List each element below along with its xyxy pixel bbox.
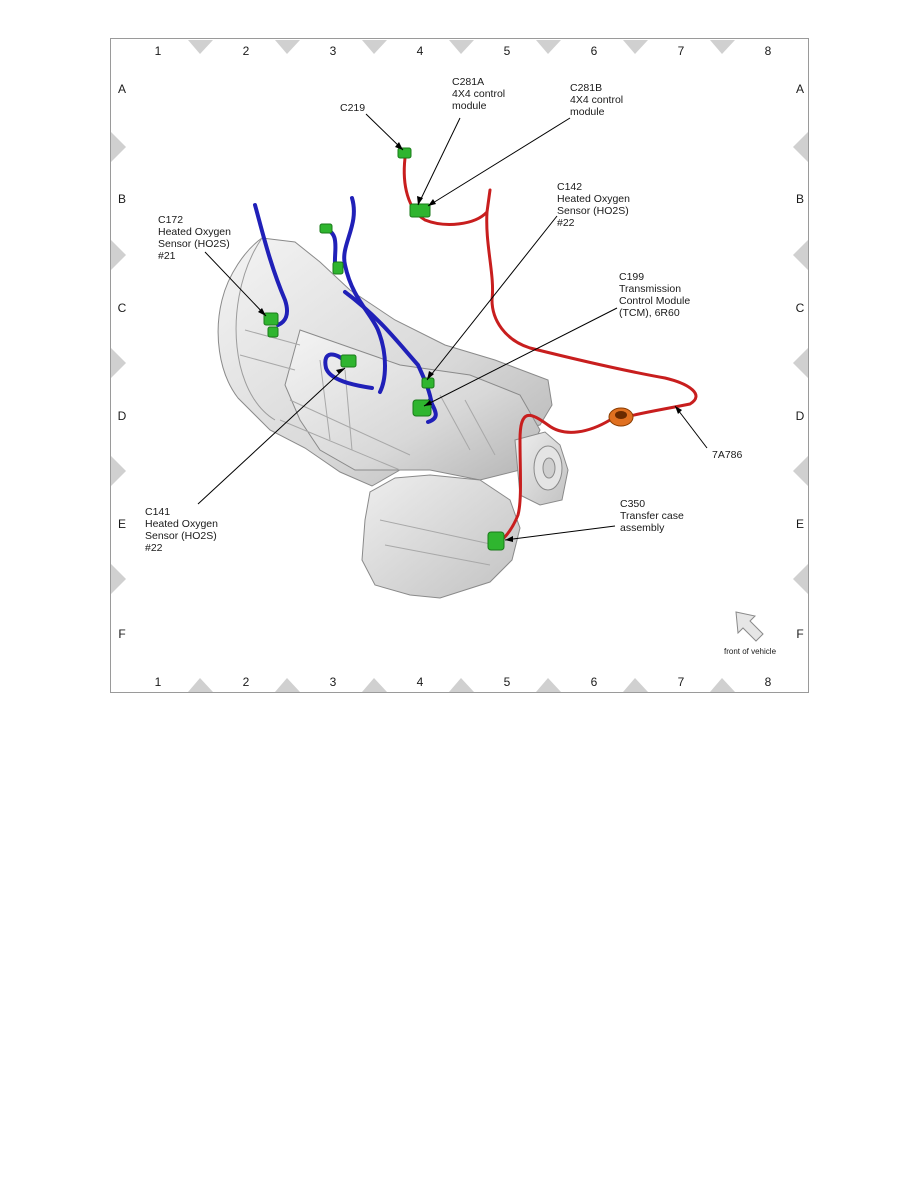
row-labels-left: A B C D E F bbox=[118, 82, 127, 641]
callout-line: C172 bbox=[158, 214, 183, 226]
col-label: 5 bbox=[504, 44, 511, 58]
row-label: D bbox=[796, 409, 805, 423]
col-label: 3 bbox=[330, 44, 337, 58]
col-label: 4 bbox=[417, 44, 424, 58]
callout-c142: C142 Heated Oxygen Sensor (HO2S) #22 bbox=[557, 181, 630, 229]
callout-line: module bbox=[452, 100, 487, 112]
leader-lines bbox=[197, 113, 708, 541]
connectors bbox=[263, 147, 505, 551]
col-label: 7 bbox=[678, 675, 685, 689]
callout-line: C281B bbox=[570, 82, 602, 94]
row-label: B bbox=[118, 192, 126, 206]
callout-line: C219 bbox=[340, 102, 365, 114]
callout-line: C281A bbox=[452, 76, 484, 88]
row-label: E bbox=[796, 517, 804, 531]
column-labels-top: 1 2 3 4 5 6 7 8 bbox=[155, 44, 772, 58]
row-labels-right: A B C D E F bbox=[796, 82, 805, 641]
red-harness bbox=[402, 156, 698, 545]
connector-c350 bbox=[487, 531, 505, 551]
col-label: 6 bbox=[591, 675, 598, 689]
callout-c172: C172 Heated Oxygen Sensor (HO2S) #21 bbox=[158, 214, 231, 262]
col-label: 5 bbox=[504, 675, 511, 689]
connector-c172b bbox=[267, 326, 279, 338]
callout-line: #21 bbox=[158, 250, 176, 262]
callout-line: 4X4 control bbox=[570, 94, 623, 106]
callout-line: C141 bbox=[145, 506, 170, 518]
callout-line: Heated Oxygen bbox=[158, 226, 231, 238]
col-label: 7 bbox=[678, 44, 685, 58]
callout-c219: C219 bbox=[340, 102, 365, 114]
row-label: C bbox=[796, 301, 805, 315]
leader-arrowheads bbox=[258, 142, 682, 542]
front-of-vehicle-indicator: front of vehicle bbox=[724, 611, 777, 656]
connector-c172 bbox=[263, 312, 279, 326]
connector-c141 bbox=[340, 354, 357, 368]
callout-harness: 7A786 bbox=[712, 449, 743, 461]
callout-c141: C141 Heated Oxygen Sensor (HO2S) #22 bbox=[145, 506, 218, 554]
callout-line: C142 bbox=[557, 181, 582, 193]
callout-line: Sensor (HO2S) bbox=[145, 530, 217, 542]
callout-line: #22 bbox=[557, 217, 575, 229]
col-label: 2 bbox=[243, 675, 250, 689]
output-flange-hub bbox=[542, 457, 556, 479]
connector-upper-b bbox=[332, 261, 344, 275]
connector-upper bbox=[319, 223, 333, 234]
arrow-icon bbox=[735, 611, 764, 642]
callout-line: Transmission bbox=[619, 283, 681, 295]
connector-c219 bbox=[397, 147, 412, 159]
col-label: 1 bbox=[155, 675, 162, 689]
callout-line: module bbox=[570, 106, 605, 118]
row-label: B bbox=[796, 192, 804, 206]
blue-harness bbox=[253, 196, 438, 424]
callout-c350: C350 Transfer case assembly bbox=[620, 498, 684, 534]
row-label: F bbox=[118, 627, 125, 641]
callout-line: 7A786 bbox=[712, 449, 743, 461]
callout-line: C350 bbox=[620, 498, 645, 510]
col-label: 3 bbox=[330, 675, 337, 689]
connector-c281 bbox=[409, 203, 431, 218]
col-label: 8 bbox=[765, 44, 772, 58]
callout-line: Heated Oxygen bbox=[557, 193, 630, 205]
row-label: D bbox=[118, 409, 127, 423]
callout-line: assembly bbox=[620, 522, 665, 534]
row-label: A bbox=[118, 82, 126, 96]
callout-c281b: C281B 4X4 control module bbox=[570, 82, 623, 118]
callout-line: C199 bbox=[619, 271, 644, 283]
column-labels-bottom: 1 2 3 4 5 6 7 8 bbox=[155, 675, 772, 689]
callout-line: #22 bbox=[145, 542, 163, 554]
callout-c199: C199 Transmission Control Module (TCM), … bbox=[619, 271, 690, 319]
callout-line: Transfer case bbox=[620, 510, 684, 522]
col-label: 6 bbox=[591, 44, 598, 58]
grommet bbox=[608, 407, 634, 427]
callout-line: Sensor (HO2S) bbox=[158, 238, 230, 250]
callout-line: (TCM), 6R60 bbox=[619, 307, 680, 319]
row-label: C bbox=[118, 301, 127, 315]
col-label: 8 bbox=[765, 675, 772, 689]
row-label: F bbox=[796, 627, 803, 641]
callout-line: Control Module bbox=[619, 295, 690, 307]
col-label: 2 bbox=[243, 44, 250, 58]
casting-ribs bbox=[239, 329, 496, 566]
callout-line: Sensor (HO2S) bbox=[557, 205, 629, 217]
col-label: 1 bbox=[155, 44, 162, 58]
callout-line: 4X4 control bbox=[452, 88, 505, 100]
grid-markers bbox=[111, 40, 808, 692]
callout-c281a: C281A 4X4 control module bbox=[452, 76, 505, 112]
callout-line: Heated Oxygen bbox=[145, 518, 218, 530]
col-label: 4 bbox=[417, 675, 424, 689]
transfer-case bbox=[361, 474, 521, 599]
orientation-label: front of vehicle bbox=[724, 647, 777, 656]
row-label: E bbox=[118, 517, 126, 531]
bell-housing-rim bbox=[235, 237, 276, 421]
row-label: A bbox=[796, 82, 804, 96]
